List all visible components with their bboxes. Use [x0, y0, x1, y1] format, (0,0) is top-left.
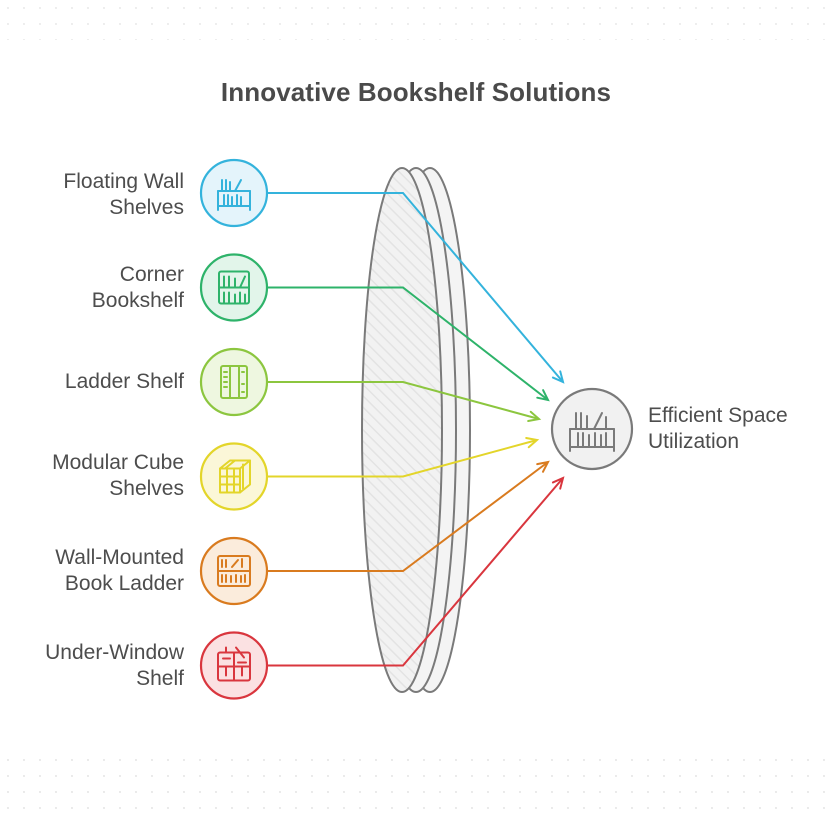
input-label: Corner Bookshelf: [91, 263, 184, 312]
connector-line: [267, 381, 540, 420]
bookshelf-icon: [569, 412, 615, 452]
output-node: [550, 387, 634, 471]
connector-line: [267, 439, 538, 478]
node-circle: [199, 347, 269, 417]
diagram-title: Innovative Bookshelf Solutions: [220, 77, 612, 107]
input-label: Under-Window Shelf: [45, 641, 184, 690]
arrow-head: [551, 476, 565, 490]
connector-lines: [267, 192, 565, 667]
arrow-head: [525, 436, 540, 449]
input-label: Floating Wall Shelves: [63, 170, 184, 219]
input-label: Modular Cube Shelves: [52, 451, 184, 500]
book-ladder-icon: [217, 555, 251, 587]
input-node: [199, 158, 269, 228]
ladder-shelf-icon: [220, 365, 248, 399]
corner-bookshelf-icon: [218, 270, 250, 305]
input-node: [199, 631, 269, 700]
input-node: [199, 347, 269, 417]
connector-line: [267, 192, 564, 383]
connector-line: [267, 286, 549, 401]
input-nodes: [199, 158, 269, 700]
dot-grid-top: [0, 0, 838, 40]
dot-grid-bottom: [0, 752, 838, 819]
input-label: Ladder Shelf: [64, 370, 184, 393]
output-label: Efficient Space Utilization: [648, 404, 788, 453]
node-circle: [199, 158, 269, 228]
lens-shape: [361, 167, 471, 693]
arrow-head: [551, 370, 565, 384]
input-label: Wall-Mounted Book Ladder: [55, 546, 184, 595]
output-circle-group: [550, 387, 634, 471]
arrow-head: [536, 389, 550, 402]
arrow-head: [536, 460, 550, 473]
input-node: [199, 536, 269, 606]
arrow-head: [527, 410, 542, 423]
floating-shelf-icon: [217, 179, 251, 211]
under-window-shelf-icon: [217, 646, 251, 682]
cube-shelves-icon: [219, 459, 251, 494]
input-node: [199, 253, 269, 322]
input-node: [199, 442, 269, 511]
connector-line: [267, 477, 564, 667]
connector-line: [267, 461, 549, 572]
